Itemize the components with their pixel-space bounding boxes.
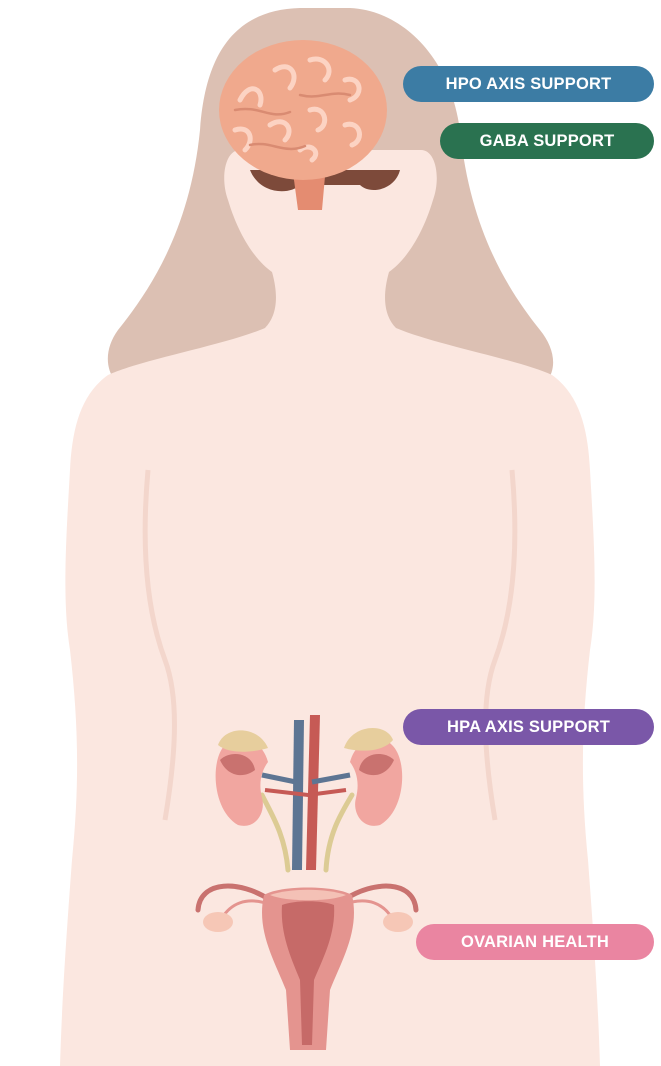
gaba-support-label: GABA SUPPORT	[440, 123, 654, 159]
ovarian-health-label: OVARIAN HEALTH	[416, 924, 654, 960]
hpa-axis-support-label: HPA AXIS SUPPORT	[403, 709, 654, 745]
hpo-axis-support-label: HPO AXIS SUPPORT	[403, 66, 654, 102]
